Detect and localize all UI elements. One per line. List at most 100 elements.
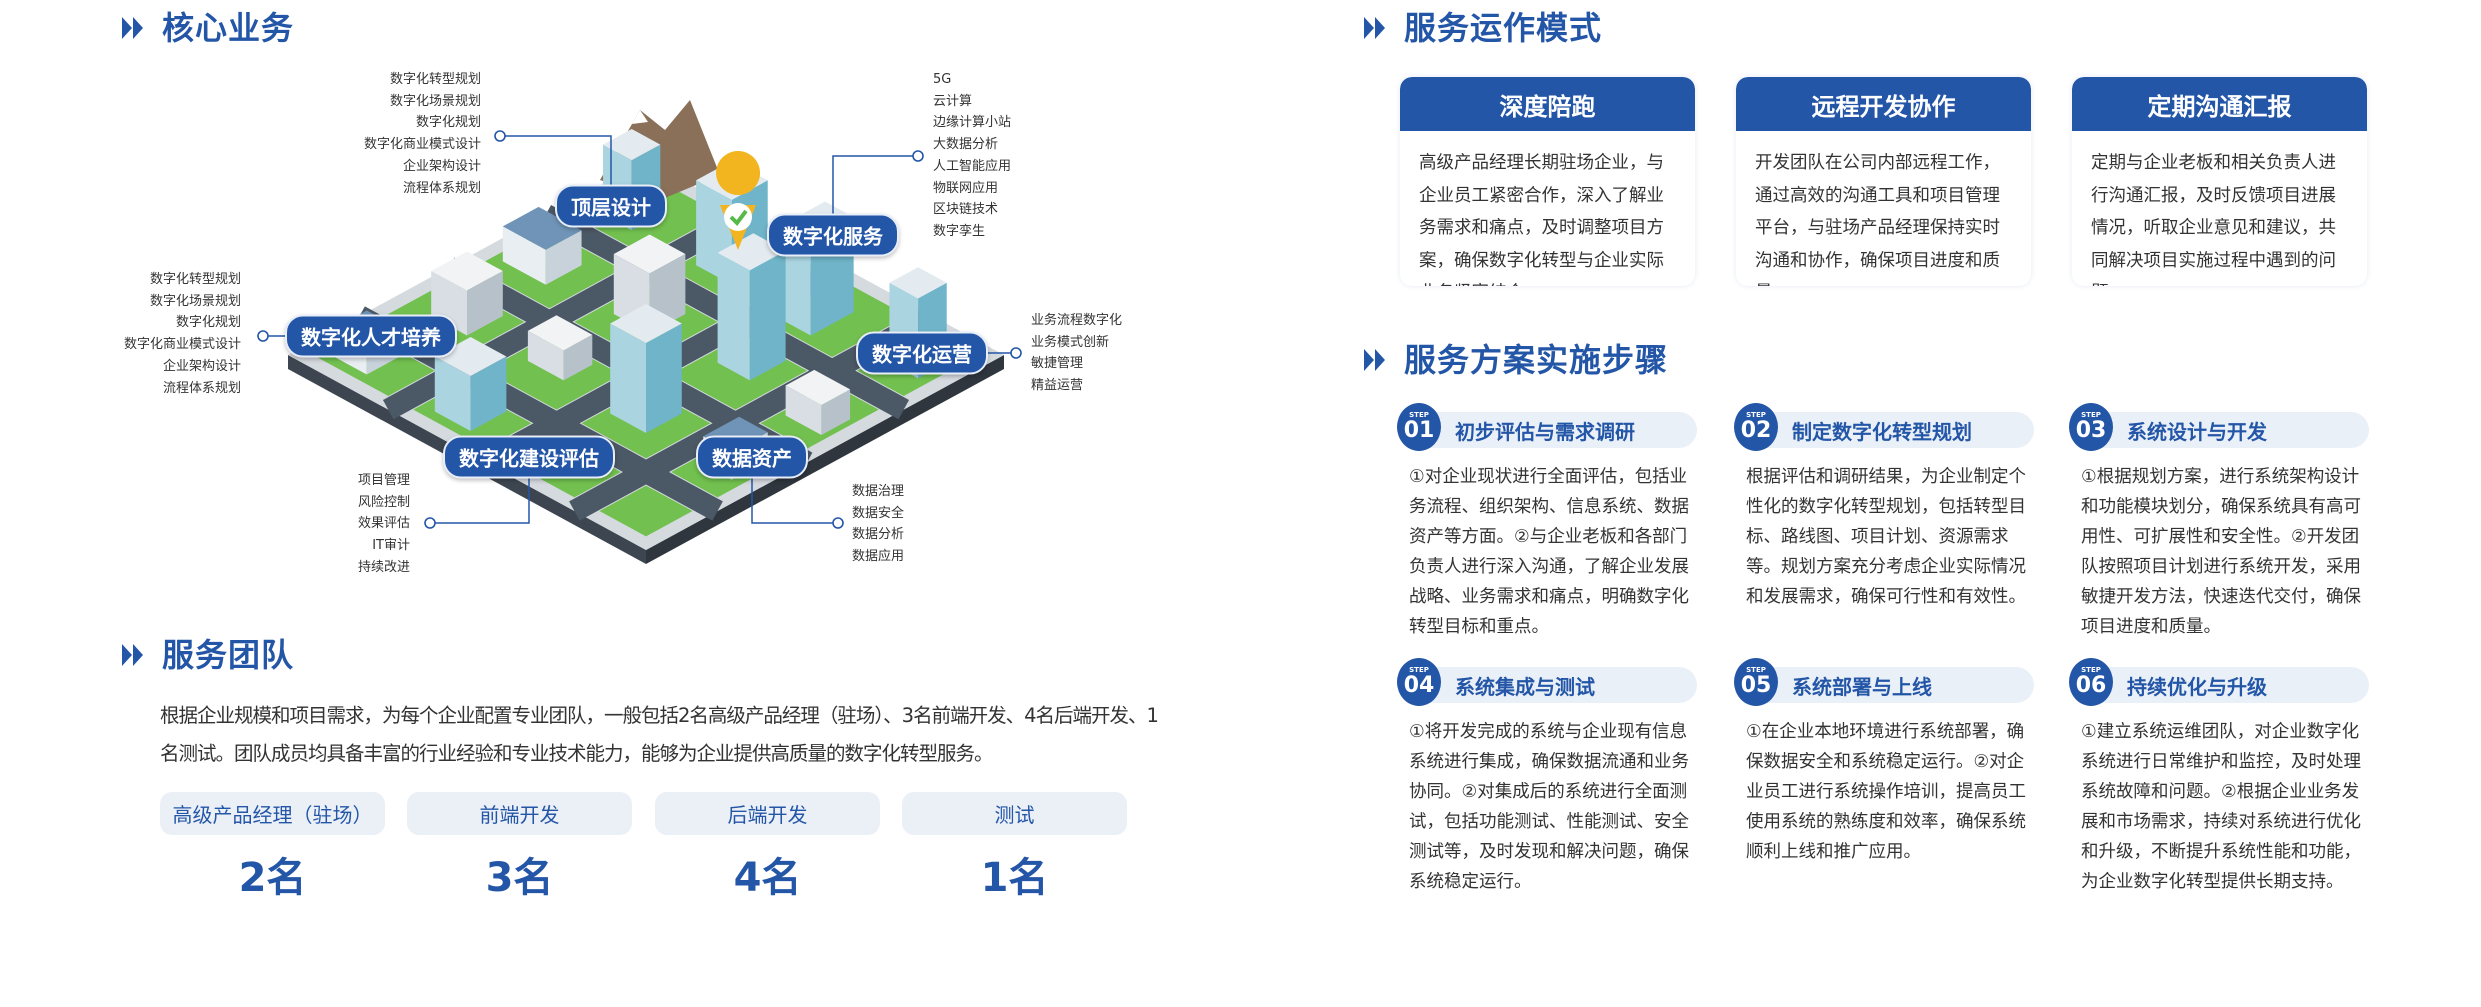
- list-item: 数字化商业模式设计: [123, 337, 241, 353]
- building-side: [467, 271, 503, 336]
- step-number: 02: [1740, 418, 1772, 443]
- heading-text: 服务运作模式: [1404, 9, 1603, 47]
- list-item: 企业架构设计: [162, 358, 241, 374]
- step-card: STEP 01 初步评估与需求调研 ①对企业现状进行全面评估，包括业务流程、组织…: [1397, 403, 1697, 642]
- step-header: STEP 02 制定数字化转型规划: [1734, 403, 2034, 451]
- list-item: 数字孪生: [933, 223, 986, 239]
- step-badge: STEP 01: [1397, 403, 1441, 451]
- building-side: [470, 356, 507, 432]
- step-badge: STEP 06: [2069, 658, 2113, 706]
- data-assets-list: 数据治理数据安全数据分析数据应用: [852, 481, 904, 568]
- connector-dot: [912, 150, 924, 162]
- building-side: [434, 356, 471, 432]
- check-icon: [729, 209, 748, 227]
- step-body: ①对企业现状进行全面评估，包括业务流程、组织架构、信息系统、数据资产等方面。②与…: [1409, 467, 1689, 637]
- step-card: STEP 06 持续优化与升级 ①建立系统运维团队，对企业数字化系统进行日常维护…: [2069, 658, 2369, 897]
- card-body: 高级产品经理长期驻场企业，与企业员工紧密合作，深入了解业务需求和痛点，及时调整项…: [1419, 153, 1664, 286]
- step-label: STEP: [1746, 411, 1766, 419]
- mode-heading: 服务运作模式: [1360, 8, 1602, 48]
- ground-edge-right: [646, 355, 1004, 564]
- step-label: STEP: [1746, 666, 1766, 674]
- card-title: 远程开发协作: [1736, 77, 2031, 131]
- step-header: STEP 04 系统集成与测试: [1397, 658, 1697, 706]
- connector-lines: [257, 130, 1022, 529]
- mode-card: 远程开发协作 开发团队在公司内部远程工作，通过高效的沟通工具和项目管理平台，与驻…: [1736, 77, 2031, 286]
- list-item: 持续改进: [357, 559, 410, 575]
- card-body: 定期与企业老板和相关负责人进行沟通汇报，及时反馈项目进展情况，听取企业意见和建议…: [2091, 153, 2336, 286]
- step-body: ①建立系统运维团队，对企业数字化系统进行日常维护和监控，及时处理系统故障和问题。…: [2081, 722, 2361, 892]
- role-count: 1名: [980, 855, 1049, 901]
- hub-operation: 数字化运营: [856, 331, 988, 375]
- step-title: 制定数字化转型规划: [1792, 419, 1972, 444]
- building-side: [502, 226, 546, 285]
- list-item: 项目管理: [357, 473, 410, 488]
- list-item: 数字化规划: [175, 315, 241, 331]
- role-count: 2名: [238, 855, 307, 901]
- step-card: STEP 04 系统集成与测试 ①将开发完成的系统与企业现有信息系统进行集成，确…: [1397, 658, 1697, 897]
- role-count: 3名: [485, 855, 554, 901]
- step-title: 系统集成与测试: [1455, 674, 1595, 699]
- connector-dot: [424, 517, 436, 529]
- building-side: [527, 330, 564, 381]
- top-design-list: 数字化转型规划数字化场景规划数字化规划数字化商业模式设计企业架构设计流程体系规划: [364, 69, 481, 199]
- step-title: 持续优化与升级: [2127, 674, 2267, 699]
- step-label: STEP: [2081, 666, 2101, 674]
- list-item: 数字化商业模式设计: [363, 137, 481, 153]
- role-label: 测试: [902, 792, 1127, 835]
- step-label: STEP: [2081, 411, 2101, 419]
- connector-dot: [1010, 347, 1022, 359]
- double-chevron-icon: [122, 644, 143, 666]
- step-badge: STEP 04: [1397, 658, 1441, 706]
- list-item: 5G: [933, 72, 952, 87]
- core-business-heading: 核心业务: [118, 8, 294, 48]
- step-title: 系统部署与上线: [1792, 674, 1932, 699]
- hub-talent: 数字化人才培养: [285, 314, 457, 358]
- list-item: 大数据分析: [933, 137, 999, 153]
- step-label: STEP: [1409, 411, 1429, 419]
- step-header: STEP 01 初步评估与需求调研: [1397, 403, 1697, 451]
- list-item: 业务流程数字化: [1031, 313, 1123, 328]
- connector-dot: [832, 517, 844, 529]
- connector-dot: [494, 130, 506, 142]
- double-chevron-icon: [1364, 17, 1385, 39]
- list-item: 数据应用: [852, 549, 905, 565]
- list-item: 流程体系规划: [402, 180, 481, 196]
- building-roof: [889, 267, 947, 299]
- list-item: 数字化转型规划: [149, 272, 241, 287]
- list-item: 人工智能应用: [933, 158, 1012, 174]
- step-body: 根据评估和调研结果，为企业制定个性化的数字化转型规划，包括转型目标、路线图、项目…: [1746, 467, 2026, 607]
- steps-heading: 服务方案实施步骤: [1360, 340, 1668, 380]
- list-item: 数字化转型规划: [389, 72, 481, 87]
- step-number: 06: [2075, 673, 2107, 698]
- step-number: 01: [1403, 418, 1435, 443]
- list-item: 数字化规划: [415, 115, 481, 131]
- list-item: 业务模式创新: [1031, 334, 1110, 350]
- mode-card: 深度陪跑 高级产品经理长期驻场企业，与企业员工紧密合作，深入了解业务需求和痛点，…: [1400, 77, 1695, 286]
- team-heading: 服务团队: [118, 635, 294, 675]
- step-number: 03: [2075, 418, 2107, 443]
- step-header: STEP 06 持续优化与升级: [2069, 658, 2369, 706]
- step-label: STEP: [1409, 666, 1429, 674]
- step-header: STEP 03 系统设计与开发: [2069, 403, 2369, 451]
- team-description: 根据企业规模和项目需求，为每个企业配置专业团队，一般包括2名高级产品经理（驻场）…: [160, 704, 1159, 765]
- building-side: [545, 230, 582, 285]
- building-roof: [785, 369, 851, 405]
- mountain-snow: [632, 110, 648, 124]
- location-pin-icon: [716, 151, 761, 195]
- building-roof: [527, 315, 593, 351]
- building-roof: [610, 304, 682, 343]
- hub-data-assets: 数据资产: [696, 435, 808, 479]
- step-badge: STEP 05: [1734, 658, 1778, 706]
- list-item: 物联网应用: [933, 180, 999, 196]
- building-side: [646, 323, 682, 433]
- building-side: [821, 389, 851, 435]
- step-card: STEP 03 系统设计与开发 ①根据规划方案，进行系统架构设计和功能模块划分，…: [2069, 403, 2369, 642]
- list-item: 效果评估: [357, 516, 410, 532]
- hub-evaluation: 数字化建设评估: [443, 435, 615, 479]
- card-title: 定期沟通汇报: [2072, 77, 2367, 131]
- step-header: STEP 05 系统部署与上线: [1734, 658, 2034, 706]
- list-item: 区块链技术: [933, 202, 999, 218]
- step-number: 04: [1403, 673, 1435, 698]
- building-side: [717, 252, 750, 381]
